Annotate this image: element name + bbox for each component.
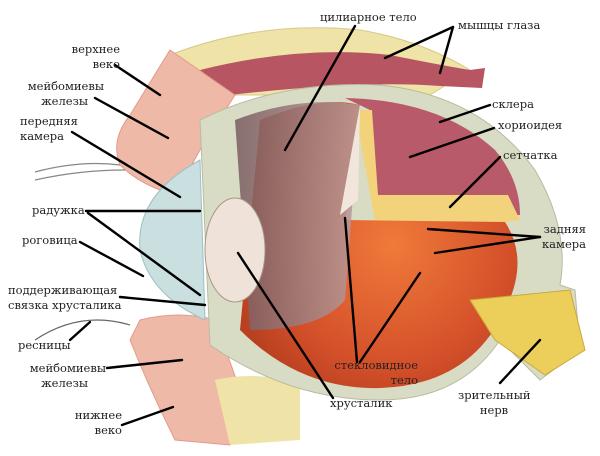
label-line: железы <box>41 376 88 390</box>
eye-muscle <box>200 52 485 95</box>
lens-shape <box>204 197 266 303</box>
retina-shape <box>355 110 520 222</box>
label-line: мейбомиевы <box>29 361 106 375</box>
label-eye-muscles: мышцы глаза <box>458 18 541 32</box>
label-iris: радужка <box>32 203 85 217</box>
eyelash-upper <box>34 162 126 181</box>
leader-lines <box>68 24 542 427</box>
label-ciliary-body: цилиарное тело <box>320 10 417 24</box>
label-line: задняя <box>543 222 586 236</box>
label-lens: хрусталик <box>330 396 393 410</box>
vitreous-cut-face <box>340 105 360 215</box>
label-line: зрительный <box>458 388 531 402</box>
label-line: нерв <box>479 403 509 417</box>
label-line: верхнее <box>71 42 120 56</box>
label-line: стекловидное <box>334 358 418 372</box>
label-line: камера <box>20 129 65 143</box>
label-line: веко <box>94 423 122 437</box>
eyelash-lower <box>34 319 131 341</box>
label-line: мейбомиевы <box>27 79 104 93</box>
label-line: передняя <box>20 114 78 128</box>
label-sclera: склера <box>492 97 534 111</box>
label-cornea: роговица <box>22 233 78 247</box>
label-eyelashes: ресницы <box>18 338 71 352</box>
label-line: нижнее <box>74 408 122 422</box>
label-retina: сетчатка <box>503 148 558 162</box>
label-line: веко <box>92 57 120 71</box>
optic-nerve-shape <box>469 289 586 376</box>
label-line: тело <box>390 373 418 387</box>
label-line: камера <box>541 237 586 251</box>
choroid-shape <box>345 98 520 215</box>
label-line: связка хрусталика <box>8 298 122 312</box>
label-choroid: хориоидея <box>498 118 563 132</box>
label-line: железы <box>41 94 88 108</box>
label-line: поддерживающая <box>8 283 118 297</box>
orbital-fat-lower <box>215 376 300 445</box>
ciliary-region <box>235 102 360 330</box>
